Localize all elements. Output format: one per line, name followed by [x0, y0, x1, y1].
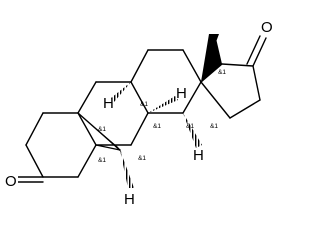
- structure-diagram: O O H H H H &1 &1 &1 &1 &1 &1 &1 &1: [4, 19, 274, 208]
- stereo-mark-c10: &1: [98, 126, 106, 133]
- wedge-bond-c19: [78, 113, 122, 153]
- hydrogen-label-c8: H: [176, 85, 187, 102]
- oxygen-label-c3: O: [5, 173, 17, 190]
- stereo-mark-c14: &1: [210, 123, 218, 130]
- ring-b-bonds: [77, 81, 149, 146]
- hashed-bond-c19-h: [120, 150, 134, 188]
- stereo-mark-c13: &1: [218, 69, 226, 76]
- hashed-bond-c14-h: [183, 113, 202, 148]
- hashed-bond-c9-h: [111, 82, 131, 102]
- ring-a-bonds: [25, 112, 97, 178]
- ring-c-bonds: [130, 49, 202, 114]
- cyclopropane-bridge: [77, 112, 134, 188]
- methyl-wedge-c18-b: [201, 34, 219, 82]
- stereo-mark-c9: &1: [140, 101, 148, 108]
- oxygen-label-c17: O: [261, 19, 273, 36]
- methyl-wedge-c18: [201, 34, 222, 82]
- hashed-bond-c8-h: [148, 96, 178, 113]
- hydrogen-label-c19: H: [124, 191, 135, 208]
- stereo-mark-c8: &1: [153, 123, 161, 130]
- c17-carbonyl-bond: [246, 35, 267, 67]
- hydrogen-label-c14: H: [193, 147, 204, 164]
- skeletal-formula: O O H H H H &1 &1 &1 &1 &1 &1 &1 &1: [4, 19, 274, 208]
- stereo-mark-c8b: &1: [186, 123, 194, 130]
- stereo-mark-c5: &1: [98, 157, 106, 164]
- stereo-mark-c19: &1: [138, 155, 146, 162]
- hydrogen-label-c9: H: [103, 95, 114, 112]
